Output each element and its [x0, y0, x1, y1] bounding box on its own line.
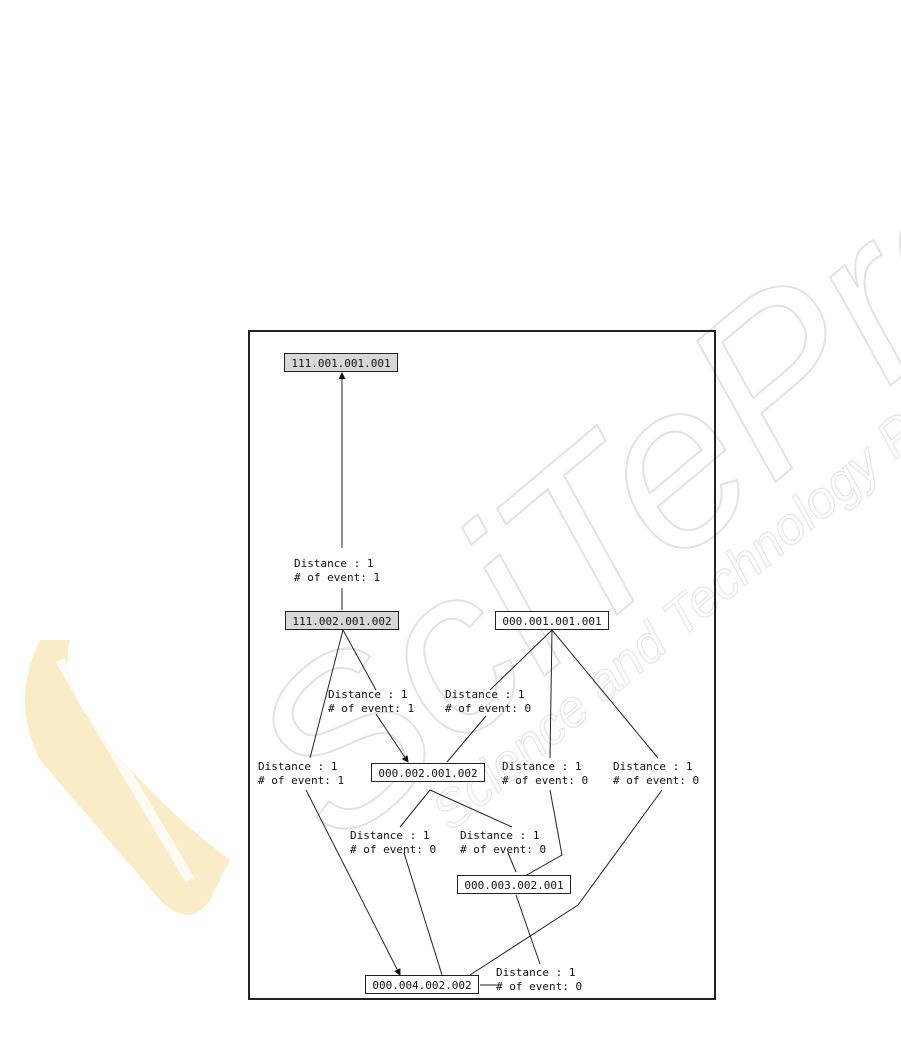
- edge-label-distance: Distance : 1: [460, 829, 540, 842]
- edge-label-events: # of event: 0: [350, 843, 437, 856]
- edge-label-2: Distance : 1 # of event: 1: [328, 688, 414, 716]
- edge-label-distance: Distance : 1: [328, 688, 408, 701]
- edge-label-distance: Distance : 1: [294, 557, 374, 570]
- edge-label-9: Distance : 1 # of event: 0: [496, 966, 582, 994]
- edge-label7-n6: [403, 852, 443, 976]
- edge-label-5: Distance : 1 # of event: 0: [502, 760, 588, 788]
- diagram-frame: [248, 330, 716, 1000]
- edge-label-3: Distance : 1 # of event: 0: [445, 688, 531, 716]
- edge-label-events: # of event: 0: [460, 843, 547, 856]
- edge-label-7: Distance : 1 # of event: 0: [350, 829, 436, 857]
- node-111-002-001-002: 111.002.001.002: [285, 611, 399, 630]
- edge-n5-label9: [515, 894, 541, 965]
- node-111-001-001-001: 111.001.001.001: [284, 353, 398, 372]
- edge-label-events: # of event: 0: [613, 774, 700, 787]
- edge-label-events: # of event: 1: [328, 702, 415, 715]
- edge-label6-n6: [469, 789, 663, 976]
- edge-label-events: # of event: 0: [445, 702, 532, 715]
- edge-label-distance: Distance : 1: [258, 760, 338, 773]
- edge-label4-n6: [305, 789, 401, 976]
- edge-label-distance: Distance : 1: [496, 966, 576, 979]
- edge-n3-label5: [549, 629, 553, 759]
- edge-label-4: Distance : 1 # of event: 1: [258, 760, 344, 788]
- edge-n2-label4: [309, 629, 344, 759]
- edge-label-distance: Distance : 1: [445, 688, 525, 701]
- edge-n3-label3: [489, 629, 553, 691]
- edge-label-distance: Distance : 1: [350, 829, 430, 842]
- edge-n2-label2: [342, 629, 377, 691]
- edge-label8-n5: [507, 852, 517, 873]
- node-000-001-001-001: 000.001.001.001: [495, 611, 609, 630]
- edge-label-events: # of event: 1: [294, 571, 381, 584]
- edge-label-events: # of event: 0: [496, 980, 583, 993]
- node-000-002-001-002: 000.002.001.002: [371, 763, 485, 782]
- edge-n4-label7: [399, 789, 431, 828]
- edge-label-1: Distance : 1 # of event: 1: [294, 557, 380, 585]
- edge-n4-label8: [429, 789, 513, 828]
- edge-label-6: Distance : 1 # of event: 0: [613, 760, 699, 788]
- node-000-004-002-002: 000.004.002.002: [365, 975, 479, 994]
- edge-label-distance: Distance : 1: [613, 760, 693, 773]
- edge-n3-label6: [551, 629, 659, 759]
- edge-label-distance: Distance : 1: [502, 760, 582, 773]
- edge-label-events: # of event: 0: [502, 774, 589, 787]
- edge-label5-n5: [517, 789, 563, 881]
- node-000-003-002-001: 000.003.002.001: [457, 875, 571, 894]
- edge-label-8: Distance : 1 # of event: 0: [460, 829, 546, 857]
- edge-label3-n4: [446, 715, 487, 763]
- edge-label2-n4: [375, 713, 409, 763]
- edge-label-events: # of event: 1: [258, 774, 345, 787]
